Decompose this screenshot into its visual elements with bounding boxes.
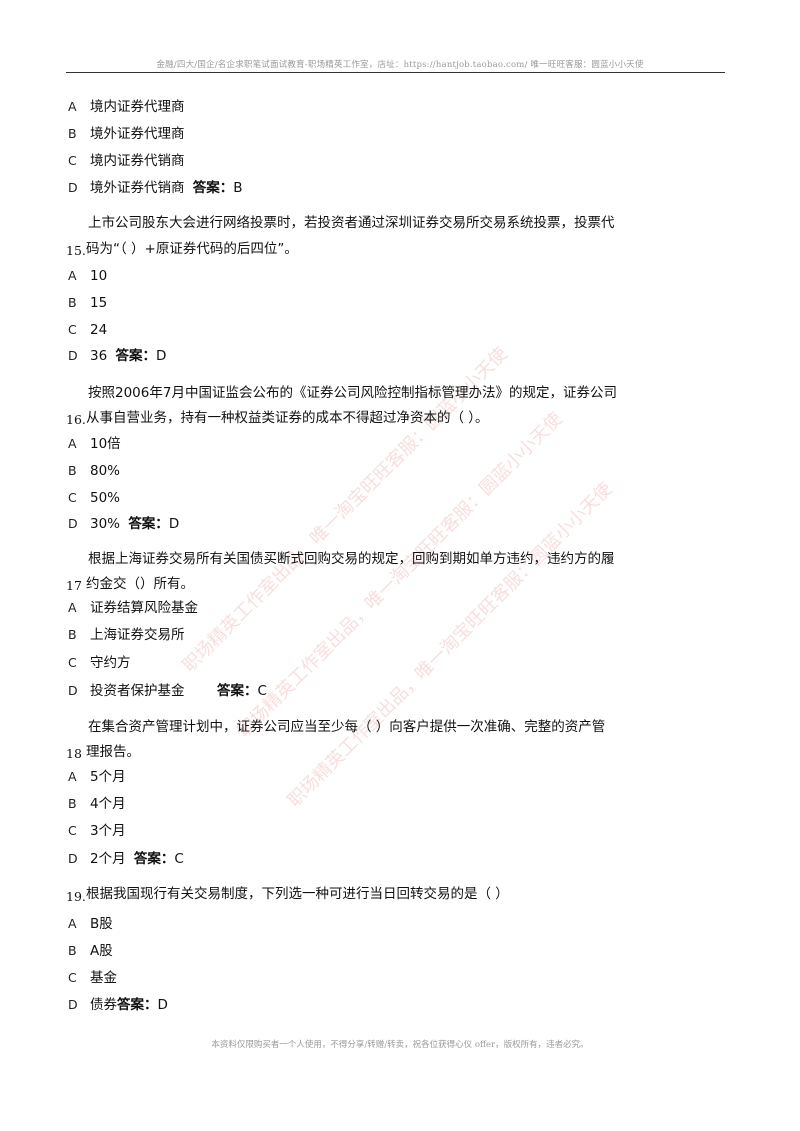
option-label: A	[68, 268, 77, 283]
option-text: 3个月	[90, 823, 126, 839]
option-label: C	[68, 823, 77, 838]
header-divider	[66, 72, 725, 73]
answer-label: 答案：	[192, 180, 234, 196]
answer: 答案：C	[217, 683, 267, 699]
answer-label: 答案：	[217, 683, 258, 699]
option-text-value: 36	[90, 348, 108, 364]
option-label: D	[68, 180, 78, 195]
option-label: A	[68, 436, 77, 451]
watermark: 职场精英工作室出品，唯一淘宝旺旺客服：圆蓝小小天使	[283, 478, 617, 812]
option-text: 30% 答案：D	[90, 516, 180, 532]
option-text-value: 债券	[90, 997, 117, 1013]
answer-value: D	[155, 348, 167, 364]
option-text: A股	[90, 943, 113, 959]
watermark: 职场精英工作室出品，唯一淘宝旺旺客服：圆蓝小小天使	[233, 408, 567, 742]
option-text: 10	[90, 268, 108, 284]
question-text-line: 根据上海证券交易所有关国债买断式回购交易的规定，回购到期如单方违约，违约方的履	[88, 551, 615, 567]
option-text: 15	[90, 295, 108, 311]
option-label: C	[68, 322, 77, 337]
answer-value: C	[257, 683, 267, 699]
option-label: B	[68, 463, 77, 478]
question-number: 16.	[66, 412, 86, 427]
answer-label: 答案：	[117, 997, 158, 1013]
question-text-line: 约金交（）所有。	[86, 576, 194, 592]
option-label: C	[68, 153, 77, 168]
option-text: 80%	[90, 463, 121, 479]
question-text-line: 上市公司股东大会进行网络投票时，若投资者通过深圳证券交易所交易系统投票，投票代	[88, 215, 615, 231]
question-text-line: 码为“（ ）+原证券代码的后四位”。	[86, 241, 298, 257]
option-label: D	[68, 683, 78, 698]
option-label: A	[68, 769, 77, 784]
option-text: 境内证券代理商	[90, 99, 185, 115]
option-label: B	[68, 627, 77, 642]
question-number: 19.	[66, 889, 86, 904]
question-text-line: 从事自营业务，持有一种权益类证券的成本不得超过净资本的（ ）。	[86, 410, 489, 426]
option-label: D	[68, 348, 78, 363]
option-text-value: 2个月	[90, 851, 126, 867]
answer-value: B	[233, 180, 243, 196]
answer-value: D	[157, 997, 168, 1013]
answer-label: 答案：	[115, 348, 156, 364]
option-text: 5个月	[90, 769, 126, 785]
answer-value: C	[174, 851, 184, 867]
answer-label: 答案：	[133, 851, 175, 867]
question-text-line: 根据我国现行有关交易制度，下列选一种可进行当日回转交易的是（ ）	[86, 886, 509, 902]
page-header: 金融/四大/国企/名企求职笔试面试教育-职场精英工作室，店址：https://h…	[156, 60, 644, 70]
option-text-value: 30%	[90, 516, 121, 532]
option-text: 2个月 答案：C	[90, 851, 184, 867]
option-label: B	[68, 295, 77, 310]
option-text: 上海证券交易所	[90, 627, 185, 643]
option-label: B	[68, 126, 77, 141]
option-text-value: 境外证券代销商	[90, 180, 185, 196]
question-number: 17	[66, 578, 82, 593]
option-text: 基金	[90, 970, 117, 986]
answer-label: 答案：	[128, 516, 169, 532]
option-text: 4个月	[90, 796, 126, 812]
option-label: B	[68, 796, 77, 811]
option-text: 境外证券代理商	[90, 126, 185, 142]
option-text: 境内证券代销商	[90, 153, 185, 169]
option-text: 境外证券代销商 答案：B	[90, 180, 243, 196]
question-text-line: 按照2006年7月中国证监会公布的《证券公司风险控制指标管理办法》的规定，证券公…	[88, 385, 617, 401]
option-label: D	[68, 851, 78, 866]
answer-value: D	[168, 516, 180, 532]
option-label: D	[68, 516, 78, 531]
option-label: A	[68, 600, 77, 615]
option-text: 50%	[90, 490, 121, 506]
option-text: 债券答案：D	[90, 997, 168, 1013]
option-text: 10倍	[90, 436, 121, 452]
option-label: C	[68, 655, 77, 670]
option-label: A	[68, 99, 77, 114]
option-label: D	[68, 997, 78, 1012]
question-number: 15.	[66, 243, 86, 258]
option-label: C	[68, 490, 77, 505]
option-text: 投资者保护基金	[90, 683, 185, 699]
option-text: 证券结算风险基金	[90, 600, 198, 616]
option-text: 36 答案：D	[90, 348, 167, 364]
option-text: 24	[90, 322, 108, 338]
question-text-line: 在集合资产管理计划中，证券公司应当至少每（ ）向客户提供一次准确、完整的资产管	[88, 719, 606, 735]
option-label: B	[68, 943, 77, 958]
option-label: C	[68, 970, 77, 985]
option-text: 守约方	[90, 655, 131, 671]
page-footer: 本资料仅限购买者一个人使用，不得分享/转赠/转卖，祝各位获得心仪 offer，版…	[211, 1040, 589, 1050]
question-number: 18	[66, 746, 82, 761]
option-text: B股	[90, 916, 113, 932]
option-label: A	[68, 916, 77, 931]
question-text-line: 理报告。	[86, 744, 140, 760]
